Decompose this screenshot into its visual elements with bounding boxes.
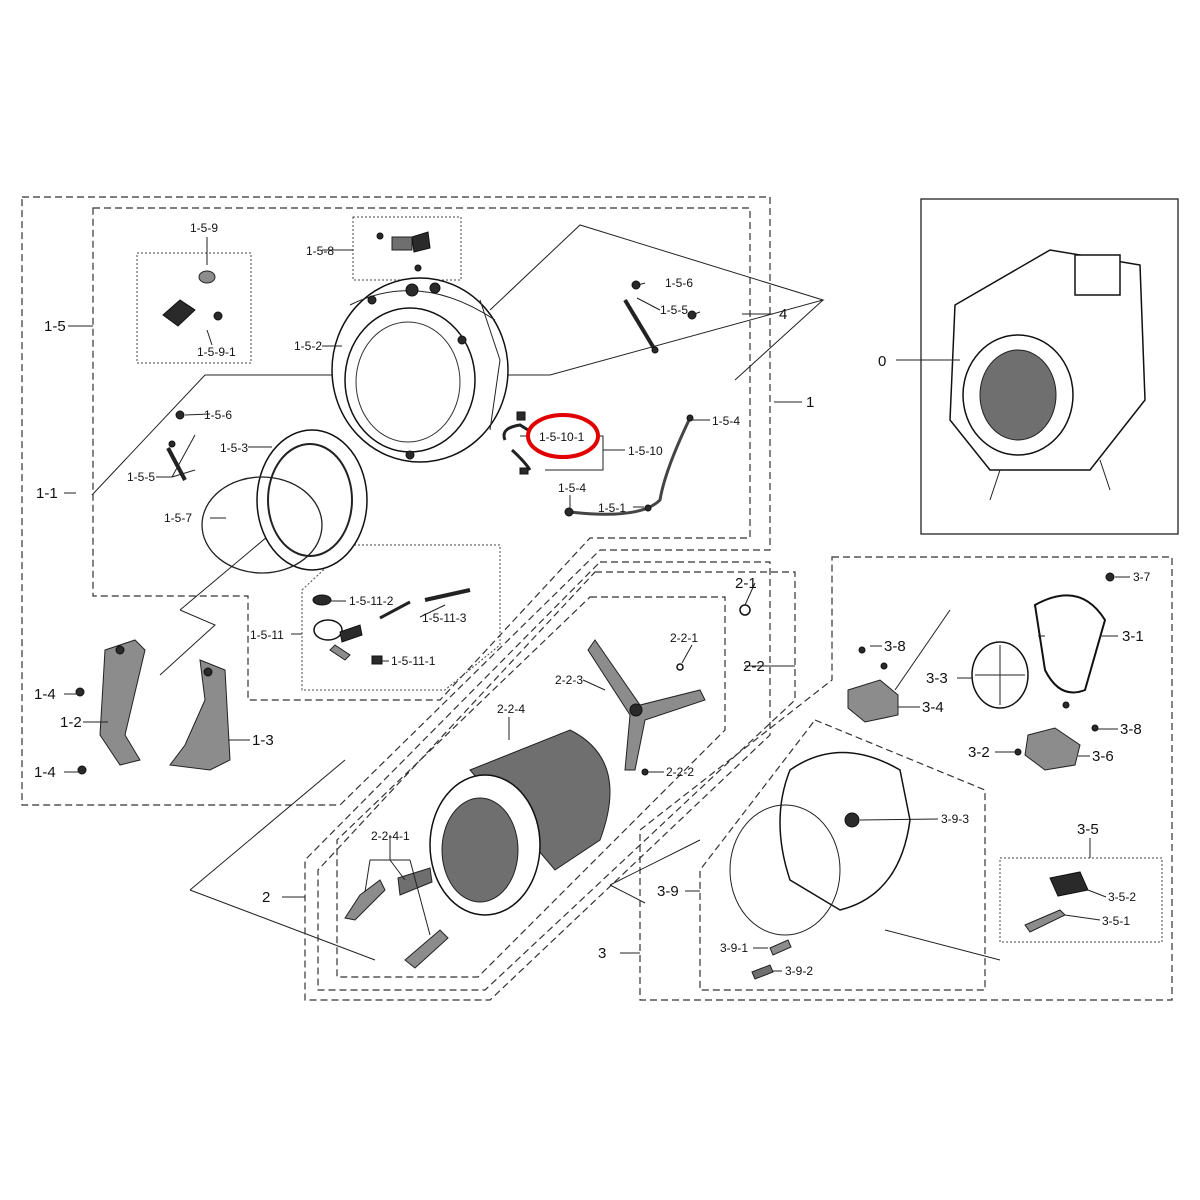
label-3-9-1: 3-9-1 <box>720 941 748 955</box>
label-3-8-right: 3-8 <box>1120 721 1142 738</box>
label-2-2-3: 2-2-3 <box>555 673 583 687</box>
label-2-2: 2-2 <box>743 658 765 675</box>
gasket-clamp-ring <box>201 476 323 574</box>
label-1-5-1: 1-5-1 <box>598 501 626 515</box>
group-0-box <box>920 198 1179 535</box>
drum-lifters <box>344 867 449 969</box>
door-gasket <box>256 429 368 571</box>
label-1-5: 1-5 <box>44 318 66 335</box>
label-1-5-3: 1-5-3 <box>220 441 248 455</box>
group-3-9-box <box>699 719 986 991</box>
tub-spring <box>751 939 792 980</box>
group-3-5-box <box>999 857 1163 943</box>
label-1-3: 1-3 <box>252 732 274 749</box>
vent-hose-1-5-8 <box>376 231 431 272</box>
label-3-3: 3-3 <box>926 670 948 687</box>
label-1-5-11: 1-5-11 <box>250 628 284 642</box>
hose-assembly-1-5-9 <box>162 270 223 327</box>
label-3-1: 3-1 <box>1122 628 1144 645</box>
highlight-circle <box>526 413 600 459</box>
label-1-5-10: 1-5-10 <box>628 444 663 458</box>
label-1-5-7: 1-5-7 <box>164 511 192 525</box>
label-1-5-10-1: 1-5-10-1 <box>539 430 585 444</box>
drum-pulley <box>971 641 1029 709</box>
label-1-5-11-2: 1-5-11-2 <box>349 594 394 608</box>
label-3-9-3: 3-9-3 <box>941 812 969 826</box>
label-0: 0 <box>878 353 886 370</box>
drain-hose-long <box>569 417 692 516</box>
damper-left <box>166 410 187 481</box>
label-3-4: 3-4 <box>922 699 944 716</box>
label-1-2: 1-2 <box>60 714 82 731</box>
group-3-boundary <box>639 556 1173 1001</box>
label-4: 4 <box>779 306 787 323</box>
outer-tub-front <box>331 277 509 463</box>
label-1-4-top: 1-4 <box>34 686 56 703</box>
label-2-1: 2-1 <box>735 575 757 592</box>
inner-drum <box>429 729 611 916</box>
group-2-2-4-box <box>336 596 726 978</box>
complete-assembly <box>949 249 1146 501</box>
label-2: 2 <box>262 889 270 906</box>
pressure-hose-assembly <box>502 411 532 475</box>
label-3-7: 3-7 <box>1133 570 1151 584</box>
screw-3-7 <box>1105 572 1115 582</box>
label-1-5-6-right: 1-5-6 <box>665 276 693 290</box>
heater-assembly <box>1024 871 1089 933</box>
group-2-boundary <box>304 561 771 1001</box>
pump-hose-assembly <box>312 588 471 665</box>
label-1: 1 <box>806 394 814 411</box>
label-1-5-5-right: 1-5-5 <box>660 303 688 317</box>
label-1-5-5-left: 1-5-5 <box>127 470 155 484</box>
group-1-5-9-box <box>136 252 252 364</box>
drive-belt <box>1033 594 1107 694</box>
label-3-5-1: 3-5-1 <box>1102 914 1130 928</box>
label-1-5-4-right: 1-5-4 <box>712 414 740 428</box>
label-3-8-top: 3-8 <box>884 638 906 655</box>
label-1-5-11-1: 1-5-11-1 <box>391 654 436 668</box>
label-3-2: 3-2 <box>968 744 990 761</box>
group-1-boundary <box>21 196 771 806</box>
label-1-5-4-bottom: 1-5-4 <box>558 481 586 495</box>
label-3-9-2: 3-9-2 <box>785 964 813 978</box>
front-frame <box>75 639 231 775</box>
label-3: 3 <box>598 945 606 962</box>
leader-lines <box>64 237 1130 972</box>
drum-spider <box>587 604 751 776</box>
label-1-4-bottom: 1-4 <box>34 764 56 781</box>
label-1-1: 1-1 <box>36 485 58 502</box>
motor-bracket <box>847 646 899 723</box>
label-2-2-2: 2-2-2 <box>666 765 694 779</box>
label-2-2-4-1: 2-2-4-1 <box>371 829 410 843</box>
damper-right <box>623 280 697 354</box>
group-1-5-11-box <box>301 544 501 691</box>
part-labels: 0 1 4 1-5 1-5-9 1-5-9-1 1-5-8 1-5-2 1-5-… <box>34 221 1151 978</box>
label-1-5-2: 1-5-2 <box>294 339 322 353</box>
label-1-5-8: 1-5-8 <box>306 244 334 258</box>
label-2-2-1: 2-2-1 <box>670 631 698 645</box>
label-3-9: 3-9 <box>657 883 679 900</box>
drive-motor <box>1014 701 1099 771</box>
guide-lines <box>91 224 1001 961</box>
group-2-2-boundary <box>317 571 796 991</box>
group-1-5-boundary <box>92 207 751 701</box>
label-3-6: 3-6 <box>1092 748 1114 765</box>
label-1-5-6-left: 1-5-6 <box>204 408 232 422</box>
label-2-2-4: 2-2-4 <box>497 702 525 716</box>
label-3-5-2: 3-5-2 <box>1108 890 1136 904</box>
rear-tub <box>729 751 911 936</box>
label-1-5-9: 1-5-9 <box>190 221 218 235</box>
label-3-5: 3-5 <box>1077 821 1099 838</box>
label-1-5-9-1: 1-5-9-1 <box>197 345 236 359</box>
label-1-5-11-3: 1-5-11-3 <box>422 611 467 625</box>
